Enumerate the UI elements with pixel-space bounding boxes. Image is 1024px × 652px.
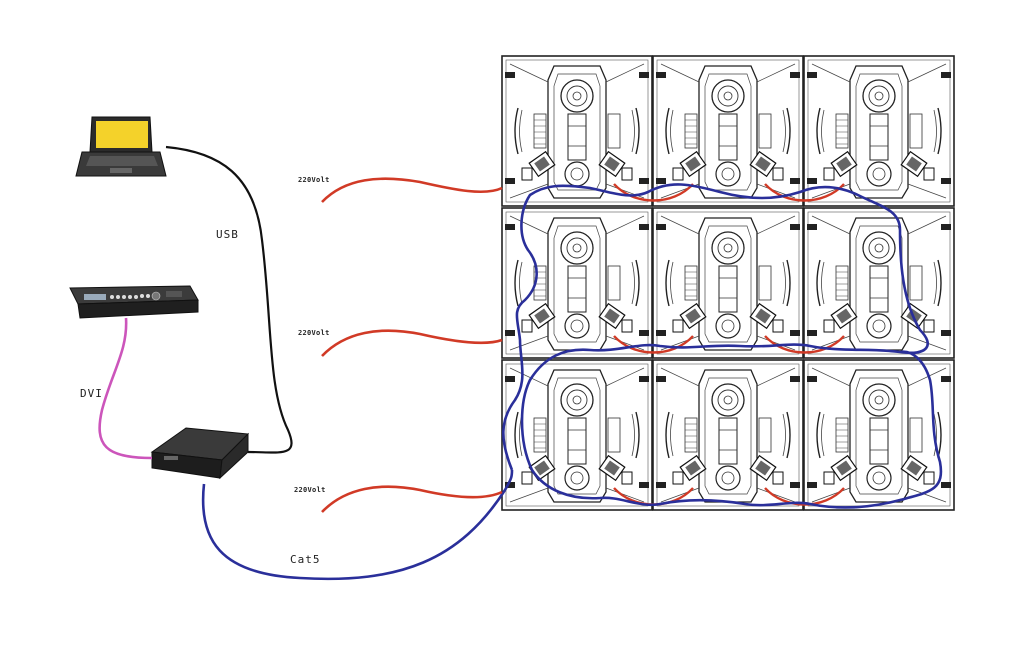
power-jumper [764,183,845,202]
usb-cable [165,145,293,454]
power-cable-1 [321,177,503,203]
video-processor-icon [69,285,199,319]
led-cabinet [652,207,804,359]
cat5-label: Cat5 [290,553,321,566]
led-display-wall [501,55,955,511]
power-label-1: 220Volt [298,176,330,184]
led-cabinet [501,207,653,359]
power-cable-3 [321,485,503,513]
power-jumper [613,335,694,354]
cat5-cable [201,469,514,581]
led-cabinet [501,55,653,207]
dvi-label: DVI [80,387,103,400]
cables [98,145,943,581]
led-cabinet [652,359,804,511]
sending-box-icon [150,427,250,480]
led-cabinet [501,359,653,511]
power-jumper [764,335,845,354]
power-label-2: 220Volt [298,329,330,337]
laptop-icon [75,116,167,177]
usb-label: USB [216,228,239,241]
power-cable-2 [321,329,503,357]
signal-daisy-chain [502,183,943,509]
led-cabinet [803,207,955,359]
power-jumper [613,183,694,202]
dvi-cable [98,317,153,460]
led-cabinet [803,55,955,207]
power-label-3: 220Volt [294,486,326,494]
